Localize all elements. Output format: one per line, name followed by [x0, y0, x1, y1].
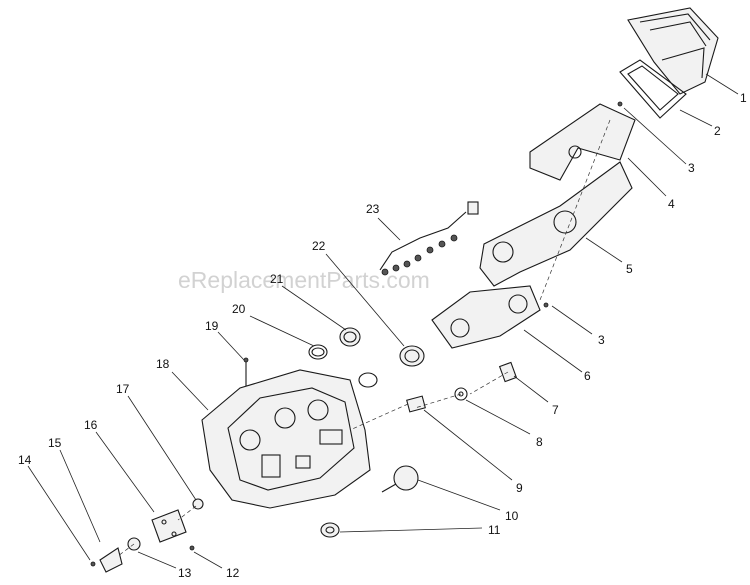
callout-2: 2 — [714, 124, 721, 138]
part-dash-housing — [201, 369, 371, 509]
part-gasket — [619, 59, 687, 119]
callout-23: 23 — [366, 202, 380, 216]
part-gauge — [399, 345, 425, 367]
part-grommet — [320, 522, 340, 538]
part-spare-ring — [358, 372, 378, 388]
part-ring — [308, 344, 328, 360]
callout-3b: 3 — [598, 333, 605, 347]
part-nut — [90, 561, 96, 567]
part-screw-top — [617, 101, 623, 107]
callout-labels: 1 2 3 4 5 3 6 7 8 9 10 11 12 13 14 15 16… — [18, 91, 747, 580]
callout-9: 9 — [516, 481, 523, 495]
part-cover — [627, 7, 719, 95]
callout-11: 11 — [488, 523, 501, 537]
callout-15: 15 — [48, 436, 62, 450]
part-switch — [406, 395, 426, 413]
callout-14: 14 — [18, 453, 32, 467]
assembly-lines — [117, 119, 611, 557]
callout-19: 19 — [205, 319, 219, 333]
part-wire-harness — [379, 201, 479, 276]
callout-18: 18 — [156, 357, 170, 371]
part-mount-bracket — [151, 509, 187, 543]
callout-13: 13 — [178, 566, 192, 580]
callout-7: 7 — [552, 403, 559, 417]
callout-12: 12 — [226, 566, 240, 580]
part-lens-bezel — [339, 327, 361, 347]
part-washer — [454, 387, 468, 401]
callout-6: 6 — [584, 369, 591, 383]
part-screw-mid — [543, 302, 549, 308]
callout-1: 1 — [740, 91, 747, 105]
callout-22: 22 — [312, 239, 326, 253]
callout-5: 5 — [626, 262, 633, 276]
watermark: eReplacementParts.com — [178, 267, 430, 293]
callout-4: 4 — [668, 197, 675, 211]
callout-8: 8 — [536, 435, 543, 449]
callout-21: 21 — [270, 272, 284, 286]
part-knob — [381, 465, 419, 493]
callout-20: 20 — [232, 302, 246, 316]
callout-16: 16 — [84, 418, 98, 432]
callout-17: 17 — [116, 382, 130, 396]
part-gauge-panel — [431, 285, 541, 349]
part-small-screw — [189, 545, 195, 551]
callout-3: 3 — [688, 161, 695, 175]
part-bracket-plate — [479, 161, 633, 287]
part-screw — [243, 357, 249, 386]
part-clip — [99, 547, 123, 573]
leader-lines — [27, 73, 739, 569]
callout-10: 10 — [505, 509, 519, 523]
